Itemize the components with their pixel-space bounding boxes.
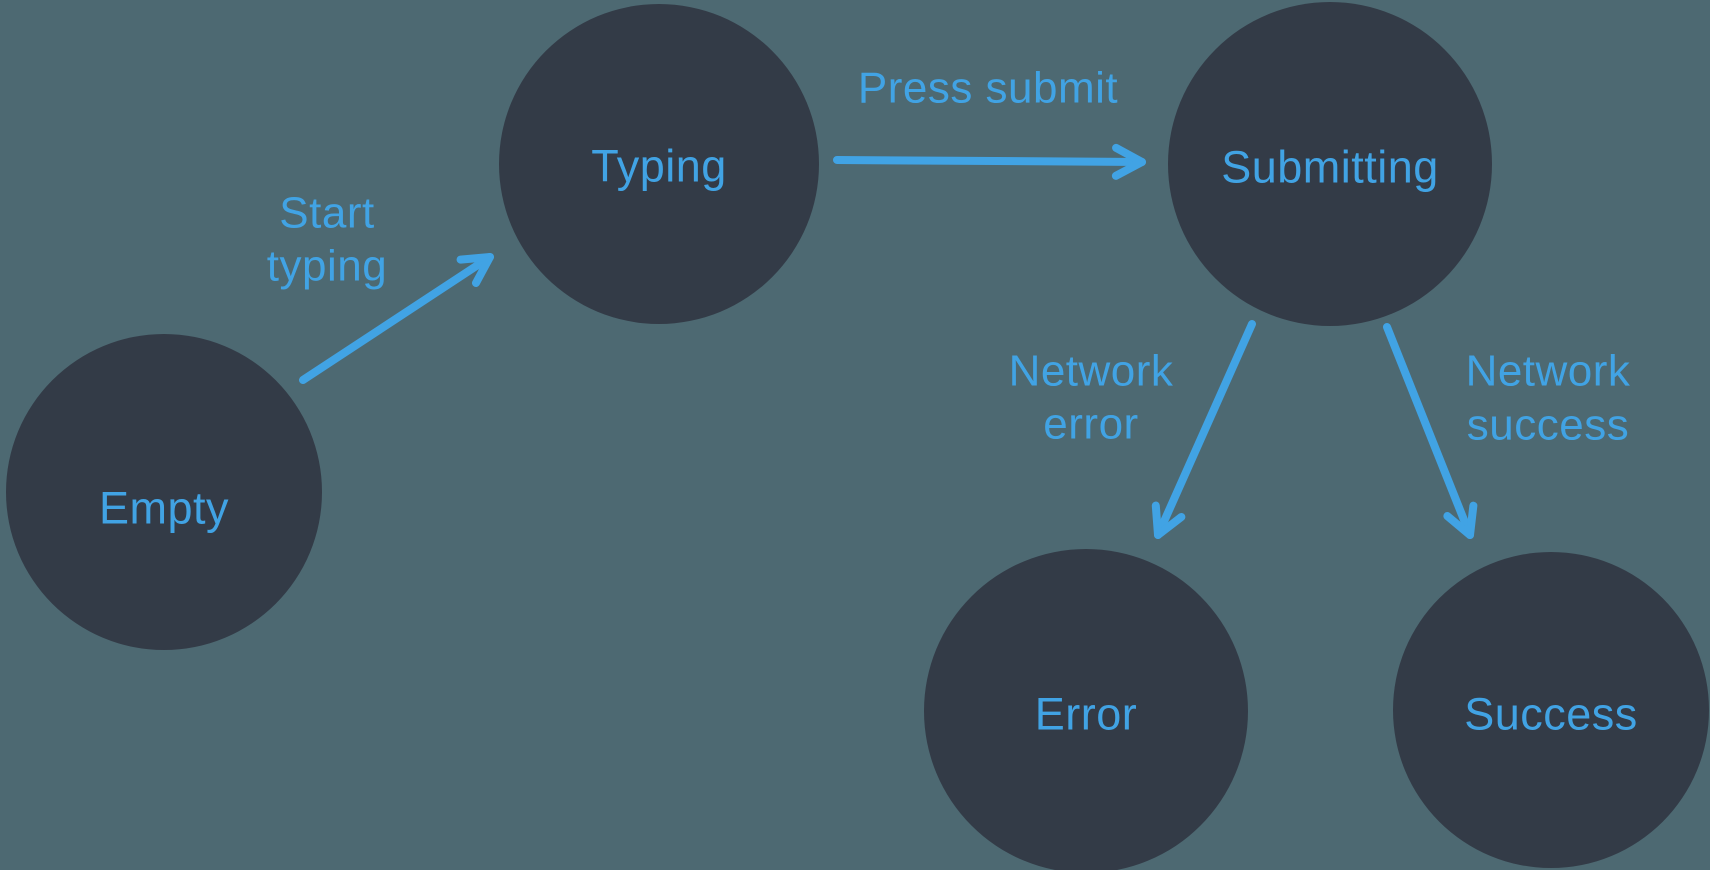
state-node-typing: Typing — [499, 4, 819, 324]
transition-label-line: Press submit — [858, 64, 1118, 113]
state-node-success: Success — [1393, 552, 1709, 868]
transition-network-error: Network error — [1009, 320, 1256, 539]
state-label: Error — [1035, 689, 1138, 740]
state-circle — [6, 334, 322, 650]
state-node-submitting: Submitting — [1168, 2, 1492, 326]
transition-label-line: error — [1043, 400, 1138, 449]
transition-label-line: Network — [1009, 347, 1174, 396]
state-circle — [499, 4, 819, 324]
state-label: Empty — [99, 483, 229, 534]
transition-network-success: Network success — [1383, 323, 1631, 539]
state-label: Success — [1464, 689, 1638, 740]
transition-label-line: Network — [1466, 347, 1631, 396]
transition-label-line: typing — [267, 242, 387, 291]
state-label: Submitting — [1221, 142, 1439, 193]
state-label: Typing — [591, 141, 727, 192]
state-circle — [1168, 2, 1492, 326]
transition-arrow — [1383, 323, 1478, 539]
transition-arrow — [299, 253, 494, 384]
transition-label-line: Start — [279, 189, 374, 238]
transition-label-line: success — [1467, 401, 1629, 450]
transition-press-submit: Press submit — [833, 64, 1146, 180]
state-node-empty: Empty — [6, 334, 322, 650]
state-circle — [924, 549, 1248, 870]
state-node-error: Error — [924, 549, 1248, 870]
transition-arrow — [1151, 320, 1256, 539]
transition-arrow — [833, 143, 1146, 180]
state-circle — [1393, 552, 1709, 868]
transition-start-typing: Start typing — [267, 189, 494, 384]
